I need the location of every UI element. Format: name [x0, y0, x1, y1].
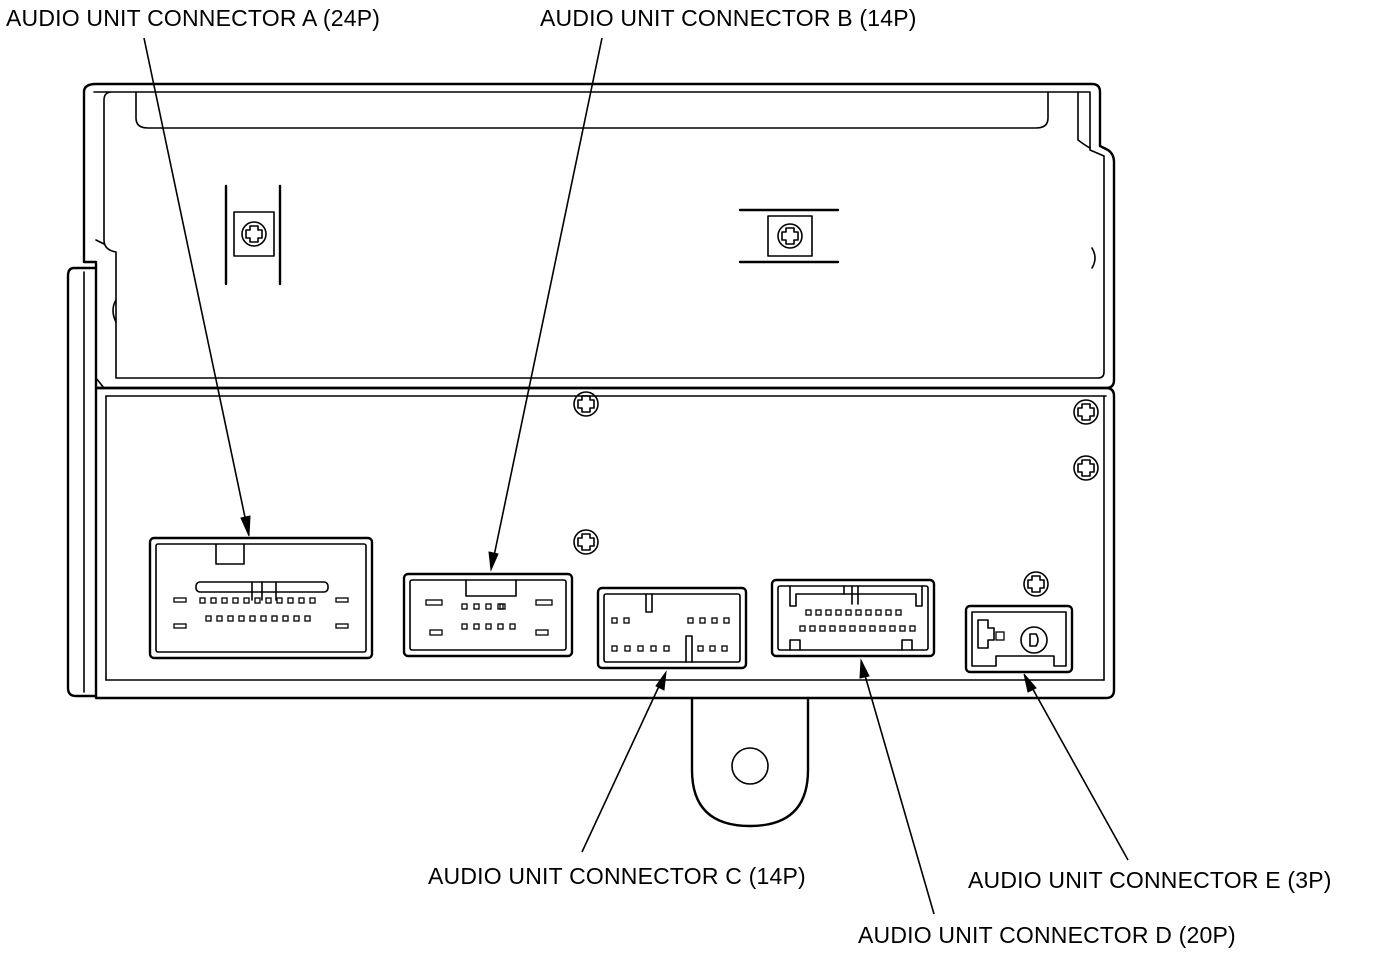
screw-1 [573, 391, 599, 417]
pin [879, 625, 886, 632]
pin [485, 623, 492, 630]
leader-c [581, 670, 667, 853]
screw-4 [1073, 455, 1099, 481]
connector-c-pins [611, 617, 730, 652]
pin [809, 625, 816, 632]
leader-a [143, 37, 251, 537]
pin [309, 597, 316, 604]
pin [637, 645, 644, 652]
pin [282, 615, 289, 622]
pin [271, 615, 278, 622]
pin [829, 625, 836, 632]
pin [875, 609, 882, 616]
screw-2 [573, 529, 599, 555]
pin [865, 609, 872, 616]
pin [249, 615, 256, 622]
pin [485, 603, 492, 610]
pin [723, 617, 730, 624]
mounting-tab [690, 696, 810, 828]
mounting-clip-left [224, 184, 282, 286]
pin [699, 617, 706, 624]
pin [869, 625, 876, 632]
leader-b [488, 37, 603, 572]
pin [473, 603, 480, 610]
pin [205, 615, 212, 622]
pin [845, 609, 852, 616]
connector-e-label: AUDIO UNIT CONNECTOR E (3P) [968, 867, 1332, 893]
connector-c[interactable] [596, 586, 748, 670]
pin [497, 623, 504, 630]
pin [293, 615, 300, 622]
connector-a-pins [199, 597, 316, 622]
connector-a-label: AUDIO UNIT CONNECTOR A (24P) [6, 5, 381, 31]
pin [819, 625, 826, 632]
pin [687, 617, 694, 624]
pin [509, 623, 516, 630]
pin [499, 603, 506, 610]
pin [276, 597, 283, 604]
connector-b-label: AUDIO UNIT CONNECTOR B (14P) [540, 5, 917, 31]
pin [221, 597, 228, 604]
pin [650, 645, 657, 652]
pin [721, 645, 728, 652]
pin [298, 597, 305, 604]
connector-b-pins [461, 603, 516, 630]
connector-d-label: AUDIO UNIT CONNECTOR D (20P) [858, 922, 1236, 948]
pin [835, 609, 842, 616]
pin [697, 645, 704, 652]
connector-a[interactable] [148, 536, 374, 660]
audio-unit-housing [82, 82, 1116, 390]
pin [839, 625, 846, 632]
leader-e [1023, 673, 1129, 861]
screw-5 [1023, 571, 1049, 597]
pin [232, 597, 239, 604]
pin [849, 625, 856, 632]
pin [243, 597, 250, 604]
pin [227, 615, 234, 622]
pin [473, 623, 480, 630]
pin [859, 625, 866, 632]
pin [265, 597, 272, 604]
pin [709, 645, 716, 652]
connector-c-label: AUDIO UNIT CONNECTOR C (14P) [428, 863, 806, 889]
pin [304, 615, 311, 622]
pin [909, 625, 916, 632]
pin [461, 603, 468, 610]
pin [254, 597, 261, 604]
leader-d [859, 658, 935, 915]
pin [238, 615, 245, 622]
pin [885, 609, 892, 616]
pin [799, 625, 806, 632]
pin [216, 615, 223, 622]
pin [899, 625, 906, 632]
pin [461, 623, 468, 630]
pin [663, 645, 670, 652]
pin [611, 617, 618, 624]
pin [889, 625, 896, 632]
connector-e[interactable] [964, 604, 1074, 674]
pin [855, 609, 862, 616]
pin [805, 609, 812, 616]
mounting-clip-right [738, 208, 840, 264]
pin [815, 609, 822, 616]
screw-3 [1073, 399, 1099, 425]
pin [623, 617, 630, 624]
connector-d-pins [799, 609, 916, 632]
pin [210, 597, 217, 604]
pin [624, 645, 631, 652]
pin [825, 609, 832, 616]
connector-d[interactable] [770, 578, 936, 658]
side-rail [66, 266, 98, 698]
pin [895, 609, 902, 616]
pin [199, 597, 206, 604]
connector-panel [94, 386, 1116, 700]
connector-b[interactable] [402, 572, 574, 658]
pin [711, 617, 718, 624]
pin [260, 615, 267, 622]
pin [287, 597, 294, 604]
pin [611, 645, 618, 652]
